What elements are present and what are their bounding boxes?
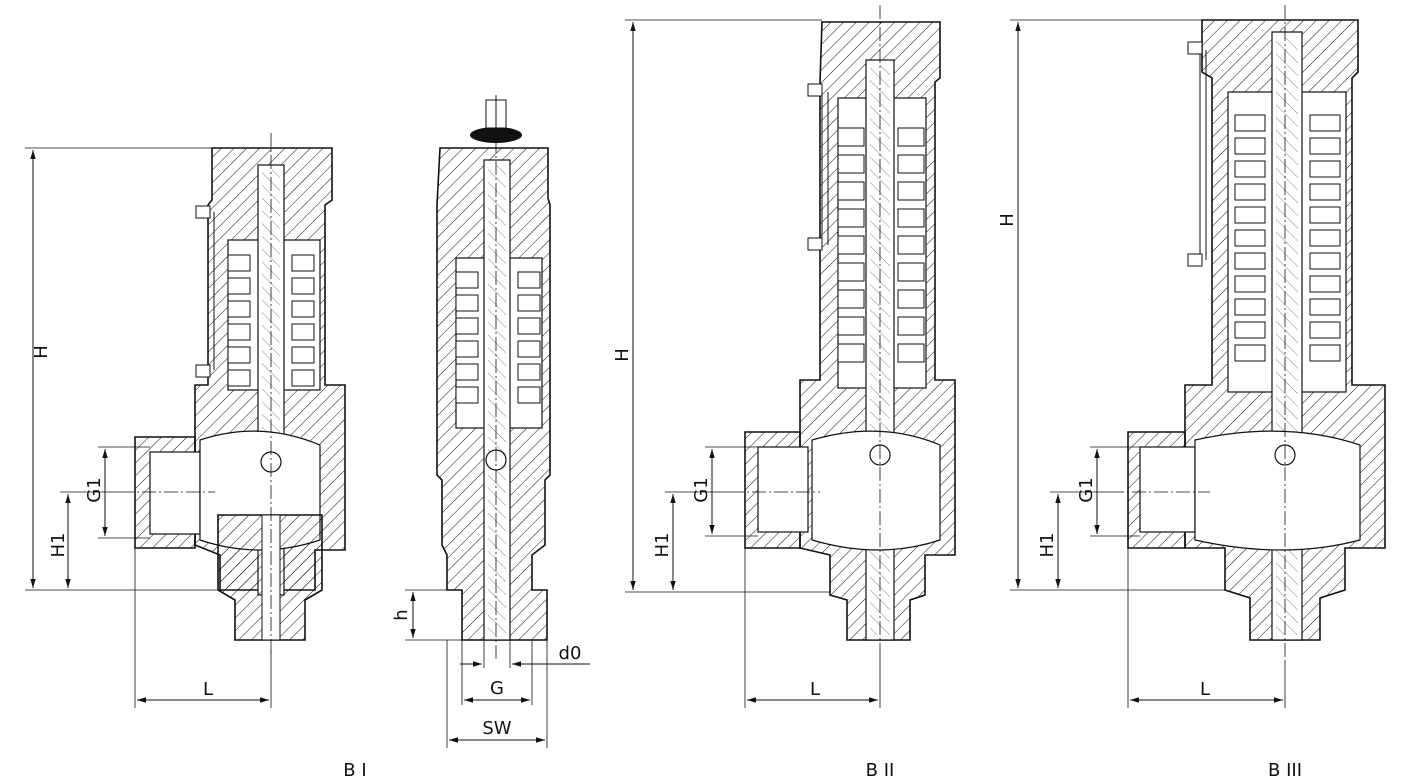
valve-b1-variant-section-view [436,95,551,660]
label-b3-h: H [997,213,1018,227]
valve-b1-section-view [120,133,346,655]
caption-b3: B III [1268,760,1302,781]
label-b3-g1: G1 [1076,477,1097,502]
label-h: h [391,609,412,620]
label-b2-h1: H1 [652,533,673,558]
label-b2-l: L [810,679,820,700]
valve-b2-section-view [730,5,956,655]
label-d0: d0 [559,643,582,664]
label-b3-h1: H1 [1037,533,1058,558]
label-b2-h: H [612,348,633,362]
dimension-labels: H H1 G1 L h d0 G SW H H1 G1 L H H1 G1 L … [31,213,1302,781]
label-g: G [490,678,504,699]
valve-b3-section-view [1110,5,1386,660]
label-b1-l: L [203,679,213,700]
label-b1-g1: G1 [84,477,105,502]
dimension-lines [25,19,1286,748]
caption-b1: B I [343,760,366,781]
caption-b2: B II [866,760,895,781]
label-b2-g1: G1 [691,477,712,502]
label-b3-l: L [1200,679,1210,700]
label-b1-h: H [31,345,52,359]
label-b1-h1: H1 [48,533,69,558]
label-sw: SW [482,718,511,739]
